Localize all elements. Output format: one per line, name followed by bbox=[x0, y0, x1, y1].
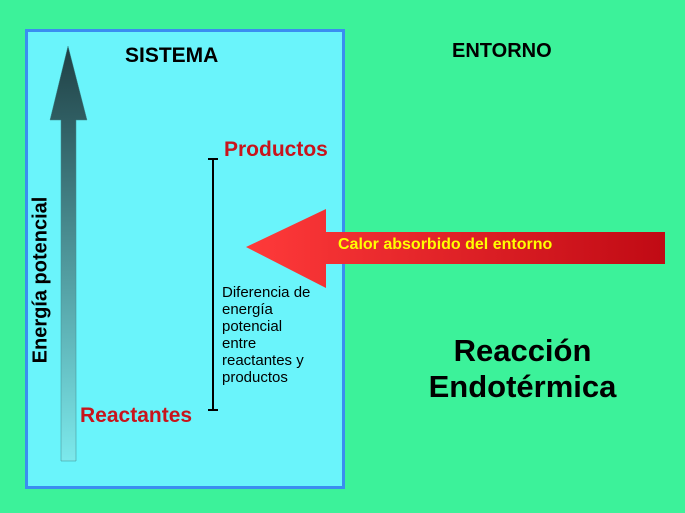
energy-axis-label: Energía potencial bbox=[29, 196, 52, 364]
title-line: Endotérmica bbox=[428, 369, 617, 404]
energy-difference-text: Diferencia de energía potencial entre re… bbox=[222, 284, 332, 386]
difference-line: reactantes y bbox=[222, 352, 304, 369]
difference-line: energía bbox=[222, 301, 273, 318]
energy-difference-bracket bbox=[208, 158, 218, 411]
difference-line: potencial bbox=[222, 318, 283, 335]
title-line: Reacción bbox=[453, 333, 592, 368]
environment-label: ENTORNO bbox=[452, 40, 552, 62]
difference-line: entre bbox=[222, 335, 257, 352]
difference-line: productos bbox=[222, 369, 288, 386]
system-label: SISTEMA bbox=[125, 44, 219, 67]
reaction-title: Reacción Endotérmica bbox=[400, 333, 645, 405]
energy-up-arrow-icon bbox=[49, 45, 88, 462]
heat-arrow-label: Calor absorbido del entorno bbox=[338, 236, 553, 253]
difference-line: Diferencia de bbox=[222, 284, 311, 301]
products-label: Productos bbox=[224, 138, 328, 161]
heat-left-arrow-icon bbox=[246, 209, 665, 288]
reactants-label: Reactantes bbox=[80, 404, 193, 427]
